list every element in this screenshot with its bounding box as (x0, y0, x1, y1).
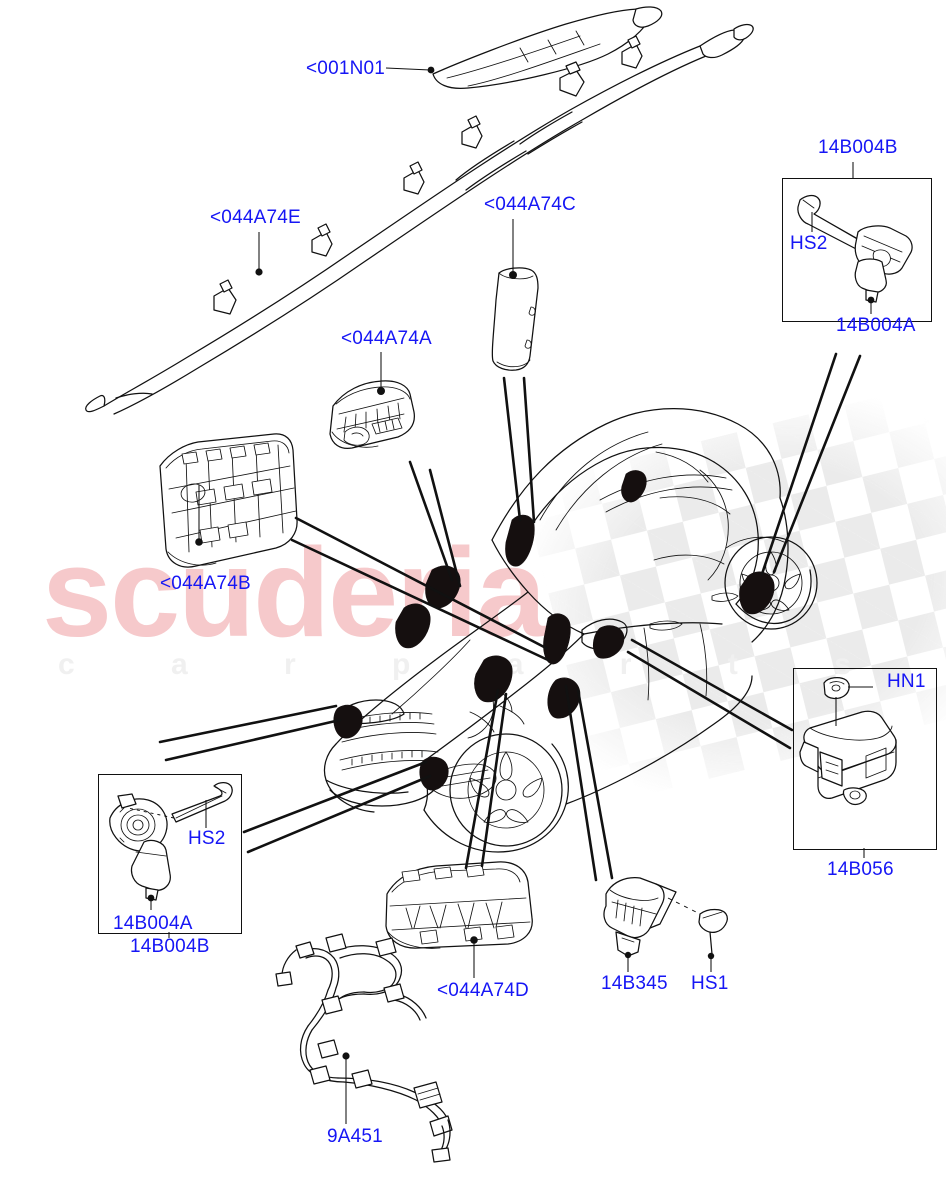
callout-hn1: HN1 (887, 671, 926, 692)
airbag-location-markers (333, 470, 775, 791)
callout-044a74c: <044A74C (484, 194, 576, 215)
callout-hs2-upper: HS2 (790, 233, 828, 254)
callout-14b056: 14B056 (827, 859, 894, 880)
callout-hs1: HS1 (691, 973, 729, 994)
callout-9a451: 9A451 (327, 1126, 383, 1147)
part-box-upper-right (782, 178, 932, 322)
part-curtain-airbag (85, 23, 754, 415)
callout-14b004b-upper: 14B004B (818, 137, 898, 158)
part-headliner-trim (432, 6, 663, 90)
callout-14b345: 14B345 (601, 973, 668, 994)
callout-hs2-lower: HS2 (188, 828, 226, 849)
callout-044a74d: <044A74D (437, 980, 529, 1001)
part-box-lower-left (98, 774, 242, 934)
part-knee-airbag-module (385, 861, 533, 949)
part-airbag-wiring-harness (275, 933, 453, 1163)
part-impact-sensor-lower-kit (109, 782, 233, 902)
leader-lines (150, 66, 873, 1124)
callout-044a74a: <044A74A (341, 328, 432, 349)
callout-14b004a-lower: 14B004A (113, 913, 193, 934)
part-passenger-airbag-module (159, 433, 298, 568)
part-occupant-sensor (603, 876, 728, 960)
callout-14b004a-upper: 14B004A (836, 315, 916, 336)
part-driver-airbag-module (329, 380, 416, 450)
part-box-lower-right (793, 668, 937, 850)
callout-044a74e: <044A74E (210, 207, 301, 228)
part-impact-sensor-upper-kit (797, 194, 913, 304)
part-airbag-control-module (799, 676, 897, 806)
callout-044a74b: <044A74B (160, 573, 251, 594)
callout-14b004b-lower: 14B004B (130, 936, 210, 957)
part-side-airbag-module (491, 267, 539, 371)
callout-001n01: <001N01 (306, 58, 386, 79)
